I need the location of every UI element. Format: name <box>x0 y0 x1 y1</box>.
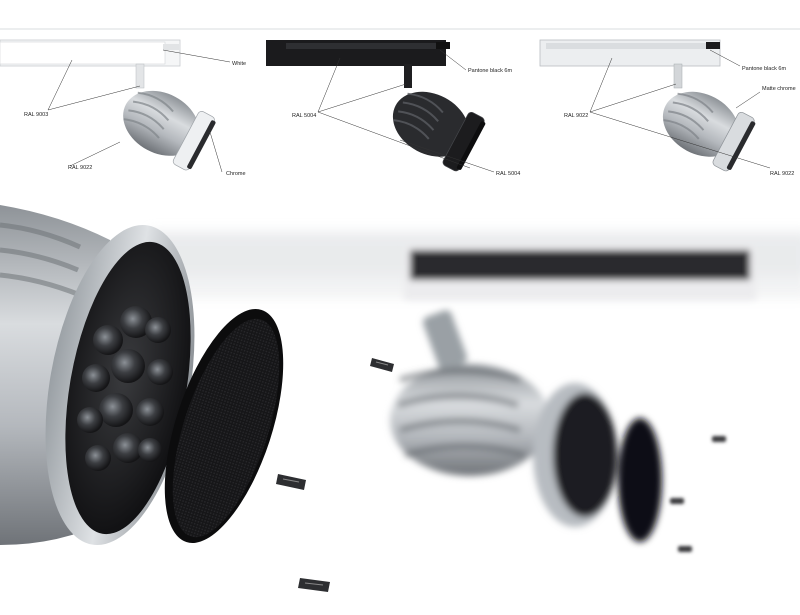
retaining-clip <box>276 474 306 490</box>
label-body-color: RAL 9022 <box>68 165 92 171</box>
label-body-color: RAL 5004 <box>496 171 520 177</box>
retaining-clip <box>298 578 330 592</box>
mount-arm <box>135 63 145 89</box>
mount-arm <box>404 64 412 88</box>
track-adapter <box>0 41 166 65</box>
spotlight-head <box>123 90 216 171</box>
exploded-view <box>0 205 800 615</box>
label-rail-color: RAL 9022 <box>564 113 588 119</box>
label-body-color: RAL 9022 <box>770 171 794 177</box>
variant-white-chrome: RAL 9003 White RAL 9022 Chrome <box>0 39 246 177</box>
label-adapter-color: Pantone black 6m <box>468 68 512 74</box>
label-ring-color: Chrome <box>226 171 246 177</box>
variants-panel: RAL 9003 White RAL 9022 Chrome <box>0 0 800 190</box>
honeycomb-louvre <box>164 309 284 543</box>
retaining-clip <box>370 358 394 372</box>
label-ring-color: Matte chrome <box>762 86 796 92</box>
spotlight-head <box>392 91 486 172</box>
variant-black: RAL 5004 Pantone black 6m RAL 5004 <box>266 40 520 177</box>
label-rail-color: RAL 5004 <box>292 113 316 119</box>
spotlight-head-closeup <box>0 205 195 546</box>
led-optics <box>77 306 173 471</box>
variant-silver-matte-chrome: RAL 9022 Pantone black 6m Matte chrome R… <box>539 39 796 177</box>
label-adapter-color: Pantone black 6m <box>742 66 786 72</box>
label-adapter-color: White <box>232 61 246 67</box>
background-track-unit <box>390 244 756 542</box>
mount-arm <box>673 63 683 89</box>
label-rail-color: RAL 9003 <box>24 112 48 118</box>
